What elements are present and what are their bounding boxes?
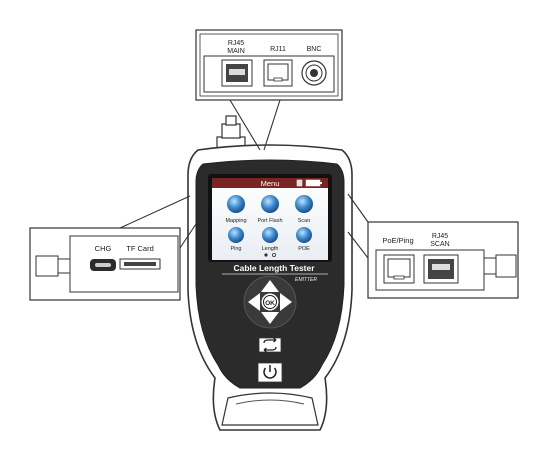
app-label: Ping: [230, 246, 241, 252]
mapping-icon: [227, 195, 245, 213]
rj11-label: RJ11: [270, 46, 286, 53]
poe-icon: [296, 227, 312, 243]
model-text: EMITTER: [295, 277, 317, 283]
screen-title: Menu: [261, 179, 280, 188]
battery-icon: [305, 179, 322, 187]
right-arrow-icon[interactable]: [280, 293, 292, 311]
port-flash-icon: [261, 195, 279, 213]
app-ping[interactable]: Ping: [228, 227, 244, 252]
page-dot-active: [264, 253, 268, 257]
power-icon: [263, 365, 277, 379]
app-port-flash[interactable]: Port Flash: [257, 195, 283, 224]
brand-text: Cable Length Tester: [233, 263, 315, 273]
length-icon: [262, 227, 278, 243]
rj45-scan-label-line1: RJ45: [432, 233, 448, 240]
power-button[interactable]: [257, 362, 283, 383]
tf-card-label: TF Card: [126, 244, 154, 253]
down-arrow-icon[interactable]: [261, 312, 279, 324]
loop-icon: [263, 337, 277, 353]
chg-port[interactable]: [90, 259, 116, 271]
app-label: Port Flash: [257, 218, 282, 224]
ping-icon: [228, 227, 244, 243]
rj11-port[interactable]: [263, 59, 293, 87]
up-arrow-icon[interactable]: [261, 280, 279, 292]
app-label: Mapping: [225, 218, 246, 224]
rj45-main-label-line1: RJ45: [228, 40, 244, 47]
loop-button[interactable]: [258, 337, 282, 353]
poe-ping-port[interactable]: [383, 254, 415, 284]
d-pad: OK: [243, 275, 297, 329]
bnc-port[interactable]: [301, 60, 327, 86]
chg-label: CHG: [95, 244, 112, 253]
app-scan[interactable]: Scan: [295, 195, 313, 224]
bnc-label: BNC: [307, 46, 322, 53]
app-label: Length: [262, 246, 279, 252]
app-poe[interactable]: POE: [296, 227, 312, 252]
scan-icon: [295, 195, 313, 213]
rj45-scan-port[interactable]: [423, 254, 459, 284]
lcd-screen: Menu Mapping Port Flash Scan Ping Length: [208, 174, 332, 262]
rj45-main-port[interactable]: [221, 59, 253, 87]
app-label: POE: [298, 246, 310, 252]
right-callout: PoE/Ping RJ45 SCAN: [347, 193, 519, 299]
page-dot: [271, 252, 276, 257]
app-length[interactable]: Length: [262, 227, 279, 252]
ok-label: OK: [265, 300, 275, 307]
rj45-scan-label-line2: SCAN: [430, 241, 449, 248]
sd-card-icon: [296, 179, 303, 187]
bnc-connector-right: [483, 254, 517, 278]
app-mapping[interactable]: Mapping: [225, 195, 247, 224]
left-callout: CHG TF Card: [29, 195, 197, 301]
tf-card-slot[interactable]: [119, 258, 161, 270]
left-arrow-icon[interactable]: [248, 293, 260, 311]
app-label: Scan: [298, 218, 311, 224]
rj45-main-label-line2: MAIN: [227, 48, 245, 55]
bnc-connector-left: [35, 255, 71, 277]
top-callout: RJ45 MAIN RJ11 BNC: [195, 29, 343, 151]
screen-title-bar: [212, 178, 328, 188]
poe-ping-label: PoE/Ping: [382, 236, 413, 245]
